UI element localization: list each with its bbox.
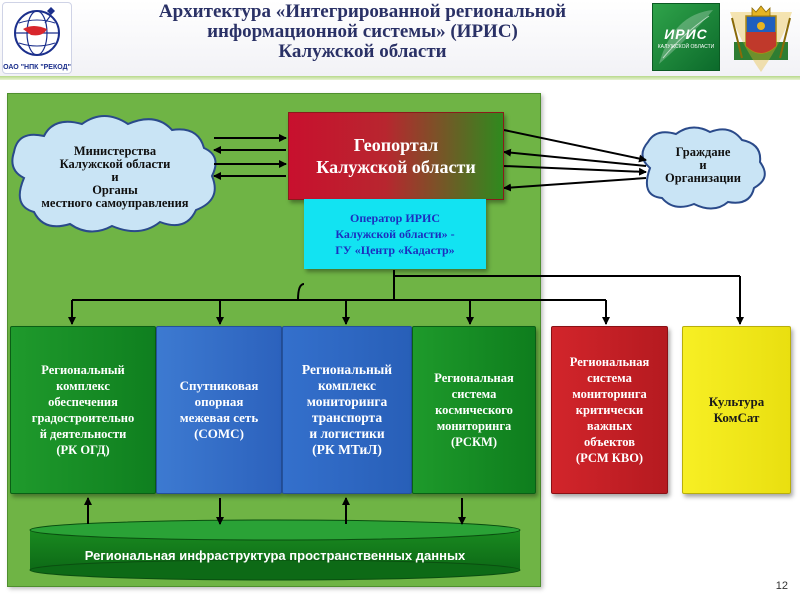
title-line-3: Калужской области <box>278 41 447 62</box>
column-line: Региональный <box>41 363 125 377</box>
column-line: (РК ОГД) <box>56 443 110 457</box>
right-cloud-line-3: Организации <box>665 171 741 185</box>
column-line: Региональная <box>434 371 514 385</box>
right-cloud-shape <box>641 126 766 210</box>
column-line: важных <box>586 419 633 433</box>
column-rk-ogd: Региональный комплекс обеспечения градос… <box>10 326 156 494</box>
column-line: мониторинга <box>436 419 512 433</box>
rekod-logo-text: ОАО "НПК "РЕКОД" <box>3 64 71 71</box>
globe-icon <box>14 7 60 56</box>
page-title: Архитектура «Интегрированной регионально… <box>90 2 635 62</box>
operator-line-2: Калужской области» - <box>335 227 455 241</box>
column-line: мониторинга <box>306 394 388 409</box>
iris-logo-subtext: КАЛУЖСКОЙ ОБЛАСТИ <box>657 44 715 50</box>
column-line: КомСат <box>713 410 760 425</box>
column-line: градостроительно <box>31 411 135 425</box>
column-line: система <box>587 371 632 385</box>
right-cloud-text: Граждане и Организации <box>640 146 766 185</box>
column-line: (РСМ КВО) <box>575 451 644 465</box>
operator-box: Оператор ИРИС Калужской области» - ГУ «Ц… <box>304 199 486 269</box>
infrastructure-label: Региональная инфраструктура пространстве… <box>84 548 466 563</box>
column-line: комплекс <box>317 378 377 393</box>
column-line: обеспечения <box>48 395 118 409</box>
iris-logo-text: ИРИС <box>664 26 708 42</box>
left-cloud-line-3: и <box>111 170 119 184</box>
column-line: межевая сеть <box>179 410 259 425</box>
column-line: й деятельности <box>39 427 127 441</box>
column-line: Культура <box>708 394 765 409</box>
geoportal-line-2: Калужской области <box>316 157 476 177</box>
kaluga-coat-of-arms <box>726 2 796 74</box>
right-cloud-line-2: и <box>699 158 707 172</box>
left-cloud-text: Министерства Калужской области и Органы … <box>20 145 210 210</box>
column-line: (СОМС) <box>194 426 244 441</box>
page-number: 12 <box>775 580 788 592</box>
slide-header: ОАО "НПК "РЕКОД" Архитектура «Интегриров… <box>0 0 800 76</box>
column-line: Региональная <box>569 355 650 369</box>
left-cloud-shape <box>11 115 217 233</box>
column-line: мониторинга <box>572 387 647 401</box>
column-line: (РК МТиЛ) <box>312 442 382 457</box>
operator-line-1: Оператор ИРИС <box>349 211 440 225</box>
iris-logo: ИРИС КАЛУЖСКОЙ ОБЛАСТИ <box>652 3 720 71</box>
title-line-2: информационной системы» (ИРИС) <box>207 21 518 42</box>
header-divider <box>0 76 800 80</box>
right-cloud-line-1: Граждане <box>675 145 731 159</box>
iris-leaf-icon <box>659 10 713 64</box>
column-line: космического <box>435 403 513 417</box>
column-line: и логистики <box>309 426 385 441</box>
column-line: система <box>451 387 497 401</box>
column-line: (РСКМ) <box>450 435 497 449</box>
operator-line-3: ГУ «Центр «Кадастр» <box>335 243 455 257</box>
left-cloud-line-1: Министерства <box>73 144 157 158</box>
coat-of-arms-icon <box>730 5 792 72</box>
infrastructure-cylinder <box>29 519 521 581</box>
column-soms: Спутниковая опорная межевая сеть (СОМС) <box>156 326 282 494</box>
left-cloud-line-5: местного самоуправления <box>41 196 189 210</box>
left-cloud-line-4: Органы <box>92 183 138 197</box>
column-line: Спутниковая <box>179 378 259 393</box>
title-line-1: Архитектура «Интегрированной регионально… <box>158 1 567 22</box>
column-line: критически <box>575 403 644 417</box>
column-line: Региональный <box>301 362 393 377</box>
column-rskm: Региональная система космического монито… <box>412 326 536 494</box>
rekod-logo: ОАО "НПК "РЕКОД" <box>2 2 72 74</box>
column-kultura-komsat: Культура КомСат <box>682 326 791 494</box>
column-line: опорная <box>194 394 244 409</box>
column-rsm-kvo: Региональная система мониторинга критиче… <box>551 326 668 494</box>
column-rk-mtil: Региональный комплекс мониторинга трансп… <box>282 326 412 494</box>
geoportal-line-1: Геопортал <box>353 135 439 155</box>
column-line: объектов <box>584 435 635 449</box>
column-line: транспорта <box>311 410 383 425</box>
geoportal-box: Геопортал Калужской области <box>288 112 504 200</box>
left-cloud-line-2: Калужской области <box>59 157 171 171</box>
column-line: комплекс <box>56 379 110 393</box>
